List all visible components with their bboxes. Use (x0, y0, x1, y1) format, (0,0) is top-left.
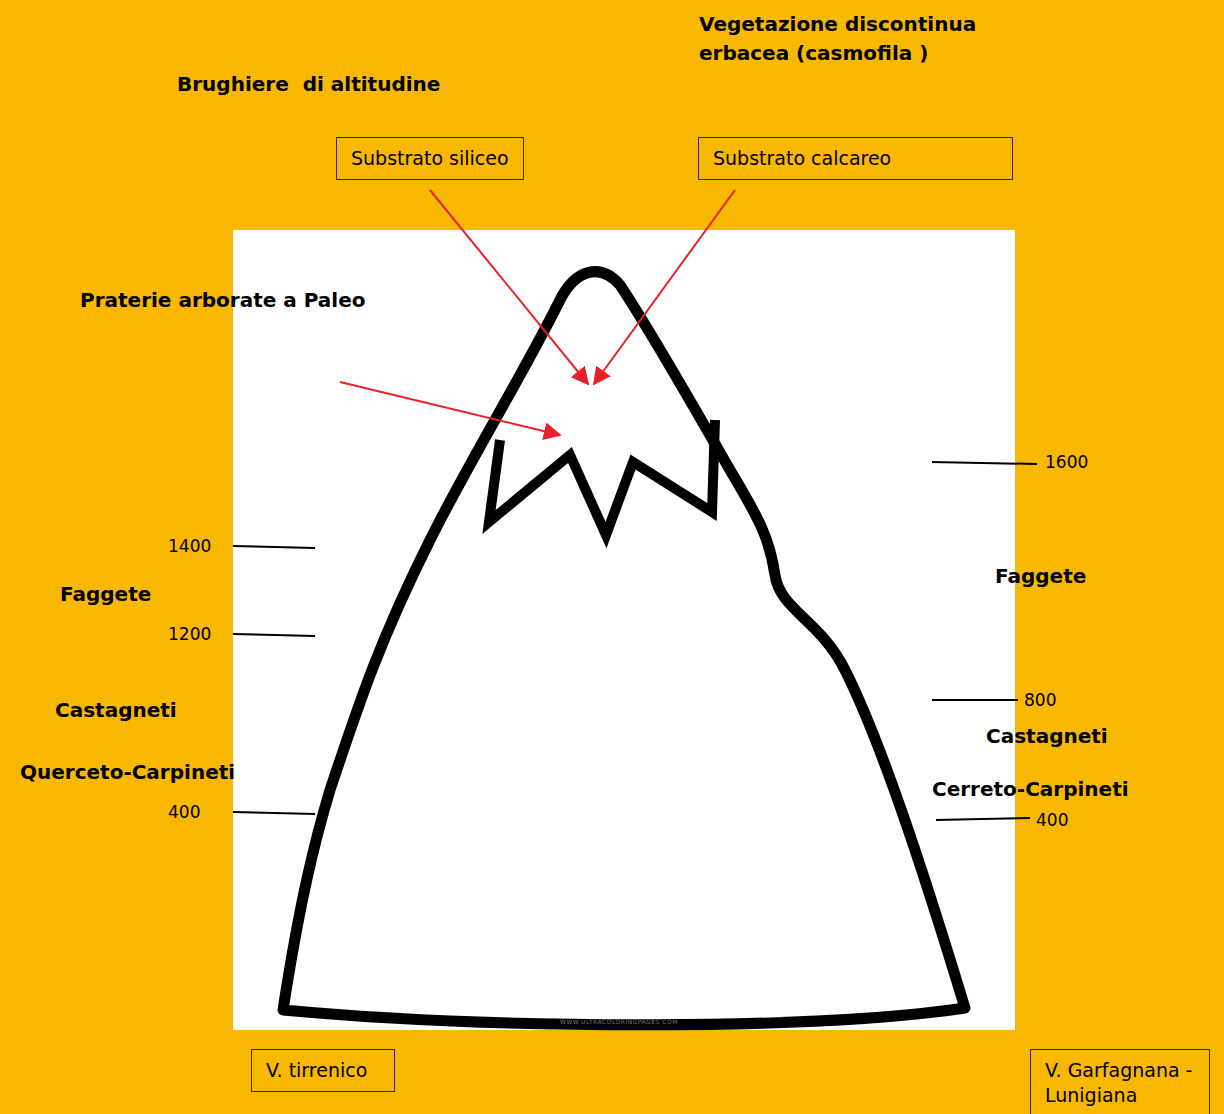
zone-label: Castagneti (986, 722, 1108, 751)
text-box: Vegetazione discontinua erbacea (casmofi… (698, 137, 1013, 180)
zone-label: Cerreto-Carpineti (932, 775, 1129, 804)
text-box: V. Garfagnana - Lunigiana (1030, 1049, 1210, 1114)
white-panel (233, 230, 1015, 1030)
altitude-number: 400 (1036, 810, 1068, 830)
watermark: WWW.ULTRACOLORINGPAGES.COM (560, 1018, 678, 1025)
zone-label: Faggete (60, 580, 151, 609)
zone-heading: Brughiere di altitudine (177, 70, 440, 99)
zone-label: Querceto-Carpineti (20, 758, 235, 787)
leader-arrows (340, 190, 735, 435)
altitude-number: 400 (168, 802, 200, 822)
altitude-number: 1400 (168, 536, 211, 556)
zone-label: Praterie arborate a Paleo (80, 286, 400, 315)
mountain-outline (283, 272, 965, 1025)
altitude-number: 1200 (168, 624, 211, 644)
altitude-ticks (233, 462, 1037, 820)
box-text: Substrato siliceo (351, 146, 509, 171)
zone-label: Castagneti (55, 696, 177, 725)
zone-heading: Vegetazione discontinua erbacea (casmofi… (699, 10, 999, 68)
zone-label: Faggete (995, 562, 1086, 591)
altitude-number: 1600 (1045, 452, 1088, 472)
text-box: V. tirrenico (251, 1049, 395, 1092)
snow-cap-line (489, 420, 715, 535)
box-text: Substrato calcareo (713, 146, 998, 171)
box-text: V. Garfagnana - Lunigiana (1045, 1058, 1195, 1107)
text-box: Brughiere di altitudineSubstrato siliceo (336, 137, 524, 180)
box-text: V. tirrenico (266, 1058, 380, 1083)
altitude-number: 800 (1024, 690, 1056, 710)
